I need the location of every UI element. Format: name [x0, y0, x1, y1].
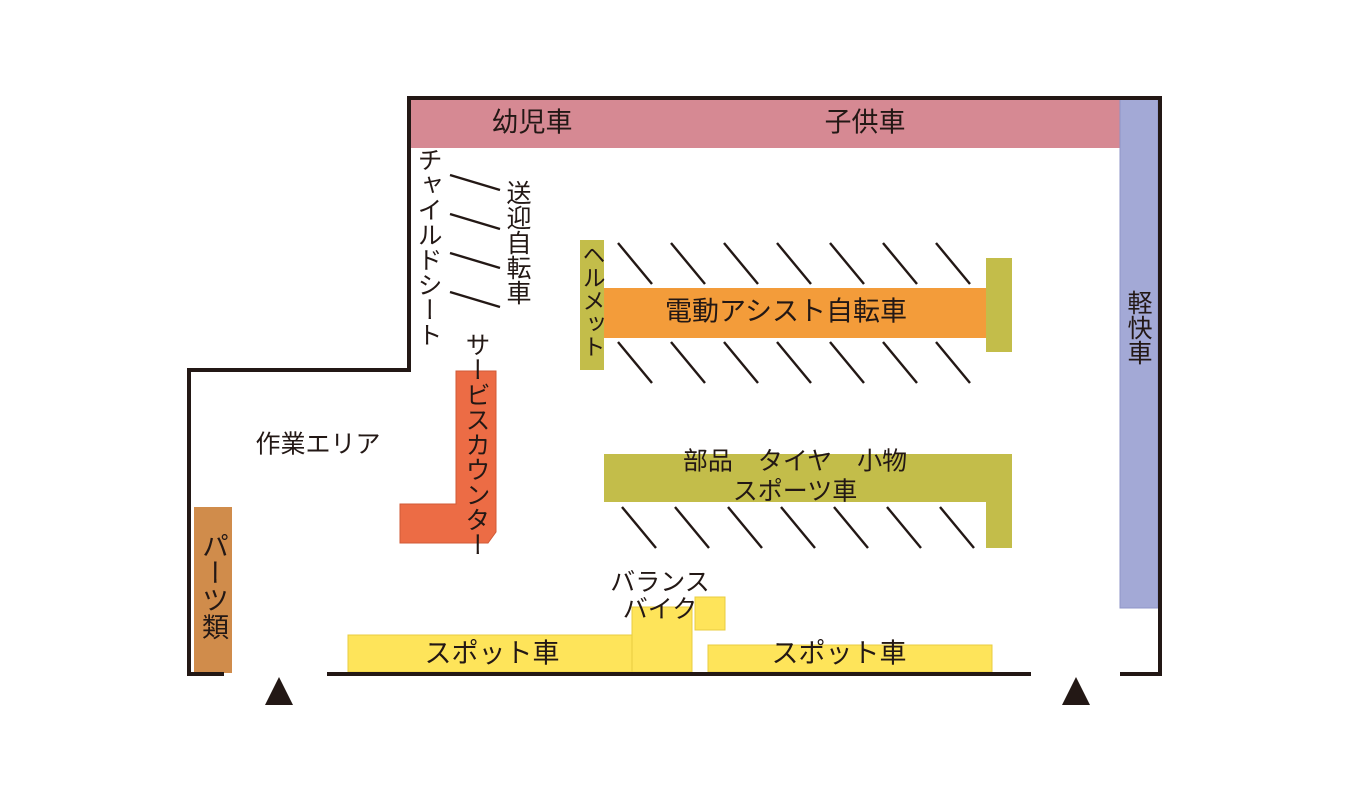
zone-label-sports: スポーツ車 — [732, 476, 858, 506]
e-assist-rack-mark-top — [617, 242, 653, 285]
zone-label-balance-bike-1: バランス — [610, 567, 710, 597]
sports-rack-mark — [833, 506, 869, 549]
zone-label-helmet: ヘルメット — [578, 243, 604, 358]
parts-shelf — [604, 454, 986, 474]
e-assist-rack-mark-top — [829, 242, 865, 285]
e-assist-rack-mark-top — [723, 242, 759, 285]
e-assist-rack-mark-top — [776, 242, 812, 285]
infant-kids-shelf — [410, 98, 1120, 148]
outer-wall — [187, 96, 1162, 676]
e-assist-shelf — [604, 288, 986, 338]
e-assist-rack-mark-bottom — [829, 341, 865, 384]
pickup-rack-mark — [449, 173, 501, 192]
entrance-right-icon — [1062, 677, 1090, 705]
pickup-rack-mark — [449, 290, 501, 309]
sports-shelf — [604, 474, 986, 502]
e-assist-end-cap — [986, 258, 1012, 352]
sports-rack-mark — [727, 506, 763, 549]
service-counter — [399, 370, 497, 544]
e-assist-rack-mark-bottom — [776, 341, 812, 384]
sports-rack-mark — [780, 506, 816, 549]
zone-label-kids: 子供車 — [824, 107, 906, 139]
zone-label-parts-tires: 部品 タイヤ 小物 — [682, 446, 908, 476]
e-assist-rack-mark-bottom — [935, 341, 971, 384]
e-assist-rack-mark-top — [670, 242, 706, 285]
pickup-rack-mark — [449, 251, 501, 270]
e-assist-rack-mark-bottom — [617, 341, 653, 384]
spot-left-shelf — [347, 634, 633, 673]
zone-label-e-assist: 電動アシスト自転車 — [665, 296, 907, 328]
sports-rack-mark — [886, 506, 922, 549]
parts-side-shelf — [194, 507, 232, 673]
zone-label-infant: 幼児車 — [491, 107, 573, 139]
zone-label-parts-side: パーツ類 — [197, 532, 228, 640]
zone-label-work-area: 作業エリア — [255, 429, 381, 459]
e-assist-rack-mark-bottom — [882, 341, 918, 384]
balance-bike-block — [631, 606, 693, 673]
sports-rack-mark — [939, 506, 975, 549]
zone-label-service-counter: サービスカウンター — [462, 332, 491, 557]
bike-rack-marks — [449, 173, 975, 549]
zone-label-child-seat: チャイルドシート — [414, 147, 443, 347]
zone-label-spot-right: スポット車 — [771, 638, 907, 670]
sports-rack-mark — [621, 506, 657, 549]
sports-end-cap — [986, 454, 1012, 548]
sports-rack-mark — [674, 506, 710, 549]
entrance-left-icon — [265, 677, 293, 705]
e-assist-rack-mark-bottom — [670, 341, 706, 384]
light-bike-shelf — [1119, 97, 1159, 609]
pickup-rack-mark — [449, 212, 501, 231]
helmet-shelf — [580, 240, 604, 370]
spot-right-shelf — [707, 644, 993, 673]
balance-bike-small — [694, 596, 726, 631]
e-assist-rack-mark-top — [882, 242, 918, 285]
zone-label-pickup-bike: 送迎自転車 — [503, 180, 532, 305]
zone-label-light-bike: 軽快車 — [1124, 290, 1153, 365]
e-assist-rack-mark-bottom — [723, 341, 759, 384]
zone-label-spot-left: スポット車 — [424, 638, 560, 670]
zone-label-balance-bike-2: バイク — [622, 594, 698, 624]
e-assist-rack-mark-top — [935, 242, 971, 285]
